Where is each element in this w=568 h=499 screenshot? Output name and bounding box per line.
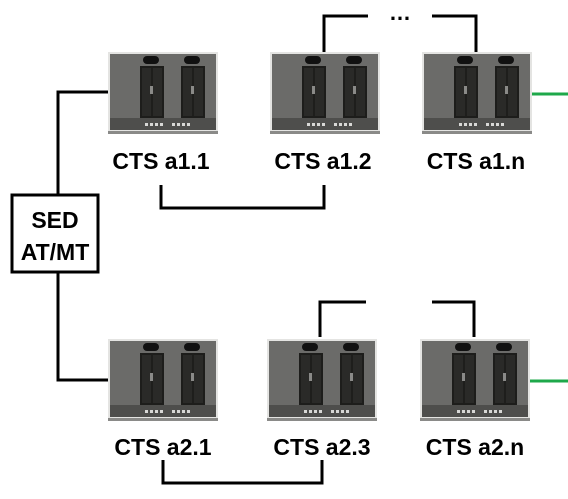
cts-unit: CTS a2.n (419, 338, 531, 460)
cts-unit: CTS a1.2 (269, 51, 381, 174)
cabinet-icon (421, 51, 533, 135)
sed-box-line1: SED (31, 207, 78, 233)
wire-sed-to-a1-1 (56, 90, 108, 195)
cts-unit: CTS a2.3 (266, 338, 378, 460)
wire-a1-2-top-left (322, 14, 368, 52)
wire-a1-1-to-a1-2 (159, 185, 326, 210)
sed-box-frame (10, 193, 100, 274)
unit-label: CTS a2.3 (273, 434, 370, 460)
cabinet-icon (419, 338, 531, 422)
cts-unit: CTS a1.n (421, 51, 533, 174)
cabinet-icon (107, 51, 219, 135)
unit-label: CTS a2.n (426, 434, 524, 460)
unit-label: CTS a1.1 (112, 148, 209, 174)
cabinet-icon (107, 338, 219, 422)
unit-label: CTS a2.1 (114, 434, 211, 460)
unit-label: CTS a1.2 (274, 148, 371, 174)
cabinet-icon (269, 51, 381, 135)
wire-a2-3-top-left (318, 300, 366, 337)
unit-label: CTS a1.n (427, 148, 525, 174)
wire-a2-n-top-right (432, 300, 476, 337)
wire-a2-1-to-a2-3 (161, 460, 324, 485)
sed-box: SED AT/MT (10, 193, 100, 274)
cts-unit: CTS a1.1 (107, 51, 219, 174)
ellipsis: … (389, 0, 411, 25)
wires (56, 14, 478, 485)
sed-box-line2: AT/MT (21, 239, 90, 265)
wire-a1-n-top-right (432, 14, 478, 52)
wire-sed-to-a2-1 (56, 272, 108, 382)
cts-unit: CTS a2.1 (107, 338, 219, 460)
cabinet-icon (266, 338, 378, 422)
